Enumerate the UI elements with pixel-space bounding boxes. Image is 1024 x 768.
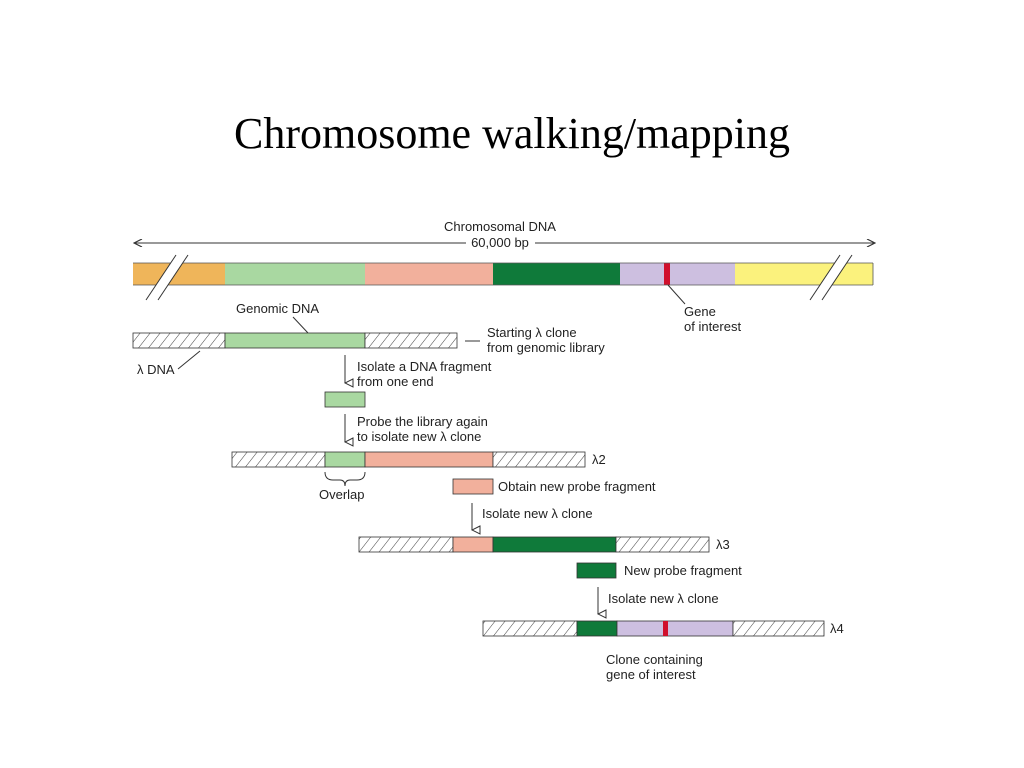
lambda-dna-left [132, 332, 226, 349]
clone-gene-label-line2: gene of interest [606, 667, 696, 682]
segment-dark-green [493, 263, 620, 285]
starting-clone-label-line1: Starting λ clone [487, 325, 577, 340]
isolate-fragment-line1: Isolate a DNA fragment [357, 359, 492, 374]
genomic-dna-label: Genomic DNA [236, 301, 319, 316]
starting-clone [132, 332, 458, 349]
probe-again-line2: to isolate new λ clone [357, 429, 481, 444]
segment-light-green [225, 263, 365, 285]
isolate-new-clone-label-2: Isolate new λ clone [608, 591, 719, 606]
obtain-probe-label: Obtain new probe fragment [498, 479, 656, 494]
overlap-label: Overlap [319, 487, 365, 502]
gene-label-line1: Gene [684, 304, 716, 319]
lambda2-clone [231, 451, 586, 468]
segment-salmon [365, 263, 493, 285]
slide-title: Chromosome walking/mapping [233, 109, 791, 158]
bp-label: 60,000 bp [471, 235, 529, 250]
insert-light-green [224, 332, 366, 349]
overlap-brace [324, 471, 366, 487]
starting-clone-label-line2: from genomic library [487, 340, 605, 355]
clone-gene-label-line1: Clone containing [606, 652, 703, 667]
new-probe-label: New probe fragment [624, 563, 742, 578]
lambda3-label: λ3 [716, 537, 730, 552]
gene-marker [664, 263, 670, 285]
probe-fragment-dark-green [576, 562, 617, 579]
lambda3-clone [358, 536, 710, 553]
isolate-new-clone-label-1: Isolate new λ clone [482, 506, 593, 521]
lambda4-clone [482, 620, 825, 637]
chromosomal-dna-label: Chromosomal DNA [444, 219, 556, 234]
segment-orange [133, 263, 225, 285]
probe-fragment-green [324, 391, 366, 408]
chromosome-bar [133, 254, 874, 301]
gene-label-line2: of interest [684, 319, 741, 334]
gene-pointer [667, 284, 686, 305]
lambda4-label: λ4 [830, 621, 844, 636]
isolate-fragment-line2: from one end [357, 374, 434, 389]
break-mark-left [146, 255, 188, 300]
lambda-dna-label: λ DNA [137, 362, 175, 377]
probe-fragment-salmon [452, 478, 494, 495]
segment-lavender [620, 263, 735, 285]
lambda2-label: λ2 [592, 452, 606, 467]
break-mark-right [810, 255, 852, 300]
probe-again-line1: Probe the library again [357, 414, 488, 429]
segment-yellow [735, 263, 873, 285]
lambda-dna-right [364, 332, 458, 349]
